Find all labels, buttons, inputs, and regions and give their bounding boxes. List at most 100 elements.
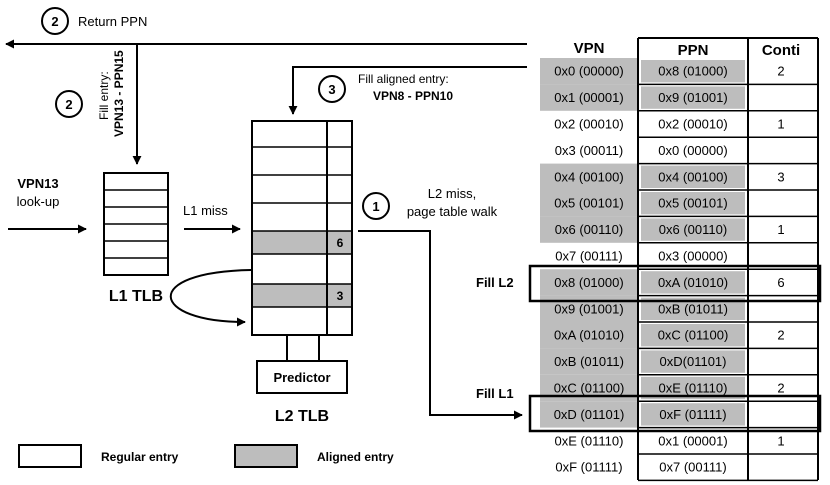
table-row: 0x1 (00001) 0x9 (01001): [540, 84, 818, 112]
ppn-cell: 0x3 (00000): [658, 249, 727, 264]
conti-cell: 3: [777, 169, 784, 184]
table-row: 0xE (01110)0x1 (00001)1: [555, 433, 818, 455]
vpn-cell-shade: [540, 348, 638, 375]
step-circle: [55, 90, 83, 118]
vpn-cell: 0x5 (00101): [554, 196, 623, 211]
lookup-label: look-up: [17, 194, 60, 209]
vpn-cell: 0xF (01111): [555, 460, 622, 475]
l1-tlb: L1 TLB: [103, 172, 169, 305]
l2-tlb: 6 3 Predictor L2 TLB: [251, 120, 353, 425]
vpn-cell: 0x4 (00100): [554, 169, 623, 184]
vpn-cell-shade: [540, 84, 638, 111]
predictor-label: Predictor: [273, 370, 330, 385]
ppn-cell: 0x6 (00110): [659, 222, 727, 237]
table-row: 0x0 (00000) 0x8 (01000) 2: [540, 58, 818, 86]
ppn-cell: 0xB (01011): [658, 301, 728, 316]
table-row: 0x6 (00110) 0x6 (00110) 1: [540, 216, 818, 244]
table-row: 0xA (01010)0xC (01100)2: [540, 322, 818, 350]
ppn-cell-shade: [641, 297, 745, 320]
fill-aligned-step: 3 Fill aligned entry: VPN8 - PPN10: [288, 66, 527, 115]
vpn-cell: 0xB (01011): [554, 354, 624, 369]
ppn-cell-shade: [641, 192, 745, 215]
predictor-box: [256, 360, 348, 394]
fill-l1-highlight: [528, 394, 822, 433]
ppn-cell: 0x8 (01000): [658, 64, 727, 79]
fill-aligned-mapping: VPN8 - PPN10: [373, 89, 453, 103]
vpn-cell: 0x0 (00000): [554, 64, 623, 79]
vpn-cell: 0x3 (00011): [555, 143, 623, 158]
vpn-cell-shade: [540, 322, 638, 349]
page-table-walk-arrow: [358, 230, 523, 420]
step-circle: [362, 192, 390, 220]
ppn-cell: 0x0 (00000): [658, 143, 727, 158]
vpn-cell: 0x1 (00001): [554, 90, 623, 105]
step-circle: [41, 7, 69, 35]
l2-miss-label: L2 miss,: [428, 186, 476, 201]
ppn-cell-shade: [641, 350, 745, 373]
fill-l2-label: Fill L2: [476, 275, 514, 290]
vpn-header: VPN: [574, 40, 605, 57]
aligned-entry-tag: [327, 231, 352, 254]
aligned-entry-label: Aligned entry: [317, 450, 394, 464]
table-row: 0x2 (00010) 0x2 (00010) 1: [554, 117, 818, 138]
ppn-cell: 0xA (01010): [658, 275, 728, 290]
ppn-cell: 0xE (01110): [659, 381, 728, 396]
conti-cell: 2: [777, 64, 784, 79]
table-row: 0x5 (00101) 0x5 (00101): [540, 190, 818, 218]
vpn-cell: 0x2 (00010): [554, 117, 623, 132]
aligned-entry-swatch: [234, 444, 298, 468]
aligned-entry-tag: [327, 284, 352, 307]
ppn-cell: 0x2 (00010): [658, 117, 727, 132]
l1-tlb-label: L1 TLB: [109, 288, 163, 305]
legend: Regular entry Aligned entry: [18, 444, 394, 468]
vpn-cell-shade: [540, 163, 638, 190]
table-row: 0x8 (01000)0xA (01010)6: [540, 269, 818, 297]
table-row: 0xD (01101)0xF (01111): [540, 401, 818, 429]
ppn-cell: 0xD(01101): [660, 354, 727, 369]
l2-tlb-box: [251, 120, 353, 336]
l1-miss-label: L1 miss: [183, 203, 228, 218]
step-number: 2: [65, 97, 72, 112]
ppn-cell: 0x7 (00111): [659, 460, 726, 475]
conti-cell: 1: [777, 222, 784, 237]
aligned-entry-row: [252, 284, 327, 307]
ppn-cell: 0x5 (00101): [658, 196, 727, 211]
ppn-header: PPN: [678, 42, 709, 59]
table-row: 0xB (01011) 0xD(01101): [540, 348, 818, 376]
vpn-cell: 0x9 (01001): [554, 301, 623, 316]
conti-cell: 1: [777, 433, 784, 448]
ppn-cell-shade: [641, 271, 745, 294]
fill-aligned-arrow: [288, 66, 527, 115]
conti-cell: 2: [777, 381, 784, 396]
step-number: 2: [51, 14, 58, 29]
l2-miss-step: 1 L2 miss, page table walk: [358, 186, 523, 420]
regular-entry-label: Regular entry: [101, 450, 179, 464]
l2-tlb-label: L2 TLB: [275, 408, 329, 425]
vpn-cell-shade: [540, 58, 638, 85]
ppn-cell: 0x9 (01001): [658, 90, 727, 105]
vpn-cell: 0x6 (00110): [555, 222, 623, 237]
row-badge: 3: [337, 289, 344, 303]
aligned-entry-row: [252, 231, 327, 254]
ppn-cell: 0x1 (00001): [658, 433, 727, 448]
page-table-walk-label: page table walk: [407, 204, 498, 219]
ppn-cell-shade: [641, 86, 745, 109]
vpn-cell-shade: [540, 190, 638, 217]
regular-entry-swatch: [18, 444, 82, 468]
vpn-cell-shade: [540, 216, 638, 243]
table-row: 0x7 (00111) 0x3 (00000): [555, 249, 818, 270]
lookup-vpn: VPN13: [17, 176, 58, 191]
conti-header: Conti: [762, 42, 800, 59]
table-row: 0x3 (00011) 0x0 (00000): [555, 143, 818, 165]
conti-cell: 1: [777, 117, 784, 132]
table-row: 0x9 (01001) 0xB (01011): [540, 295, 818, 323]
fill-entry-step: Fill entry: VPN13 - PPN15 2: [55, 44, 142, 165]
ppn-cell-shade: [641, 60, 745, 83]
vpn-cell: 0xA (01010): [554, 328, 624, 343]
return-ppn-step: 2 Return PPN: [41, 7, 147, 35]
vpn-cell: 0x7 (00111): [555, 249, 622, 264]
page-table: VPN PPN Conti 0x0 (00000) 0x8 (01000) 2 0x1…: [528, 37, 822, 482]
ppn-cell-shade: [641, 218, 745, 241]
step-number: 3: [328, 82, 335, 97]
